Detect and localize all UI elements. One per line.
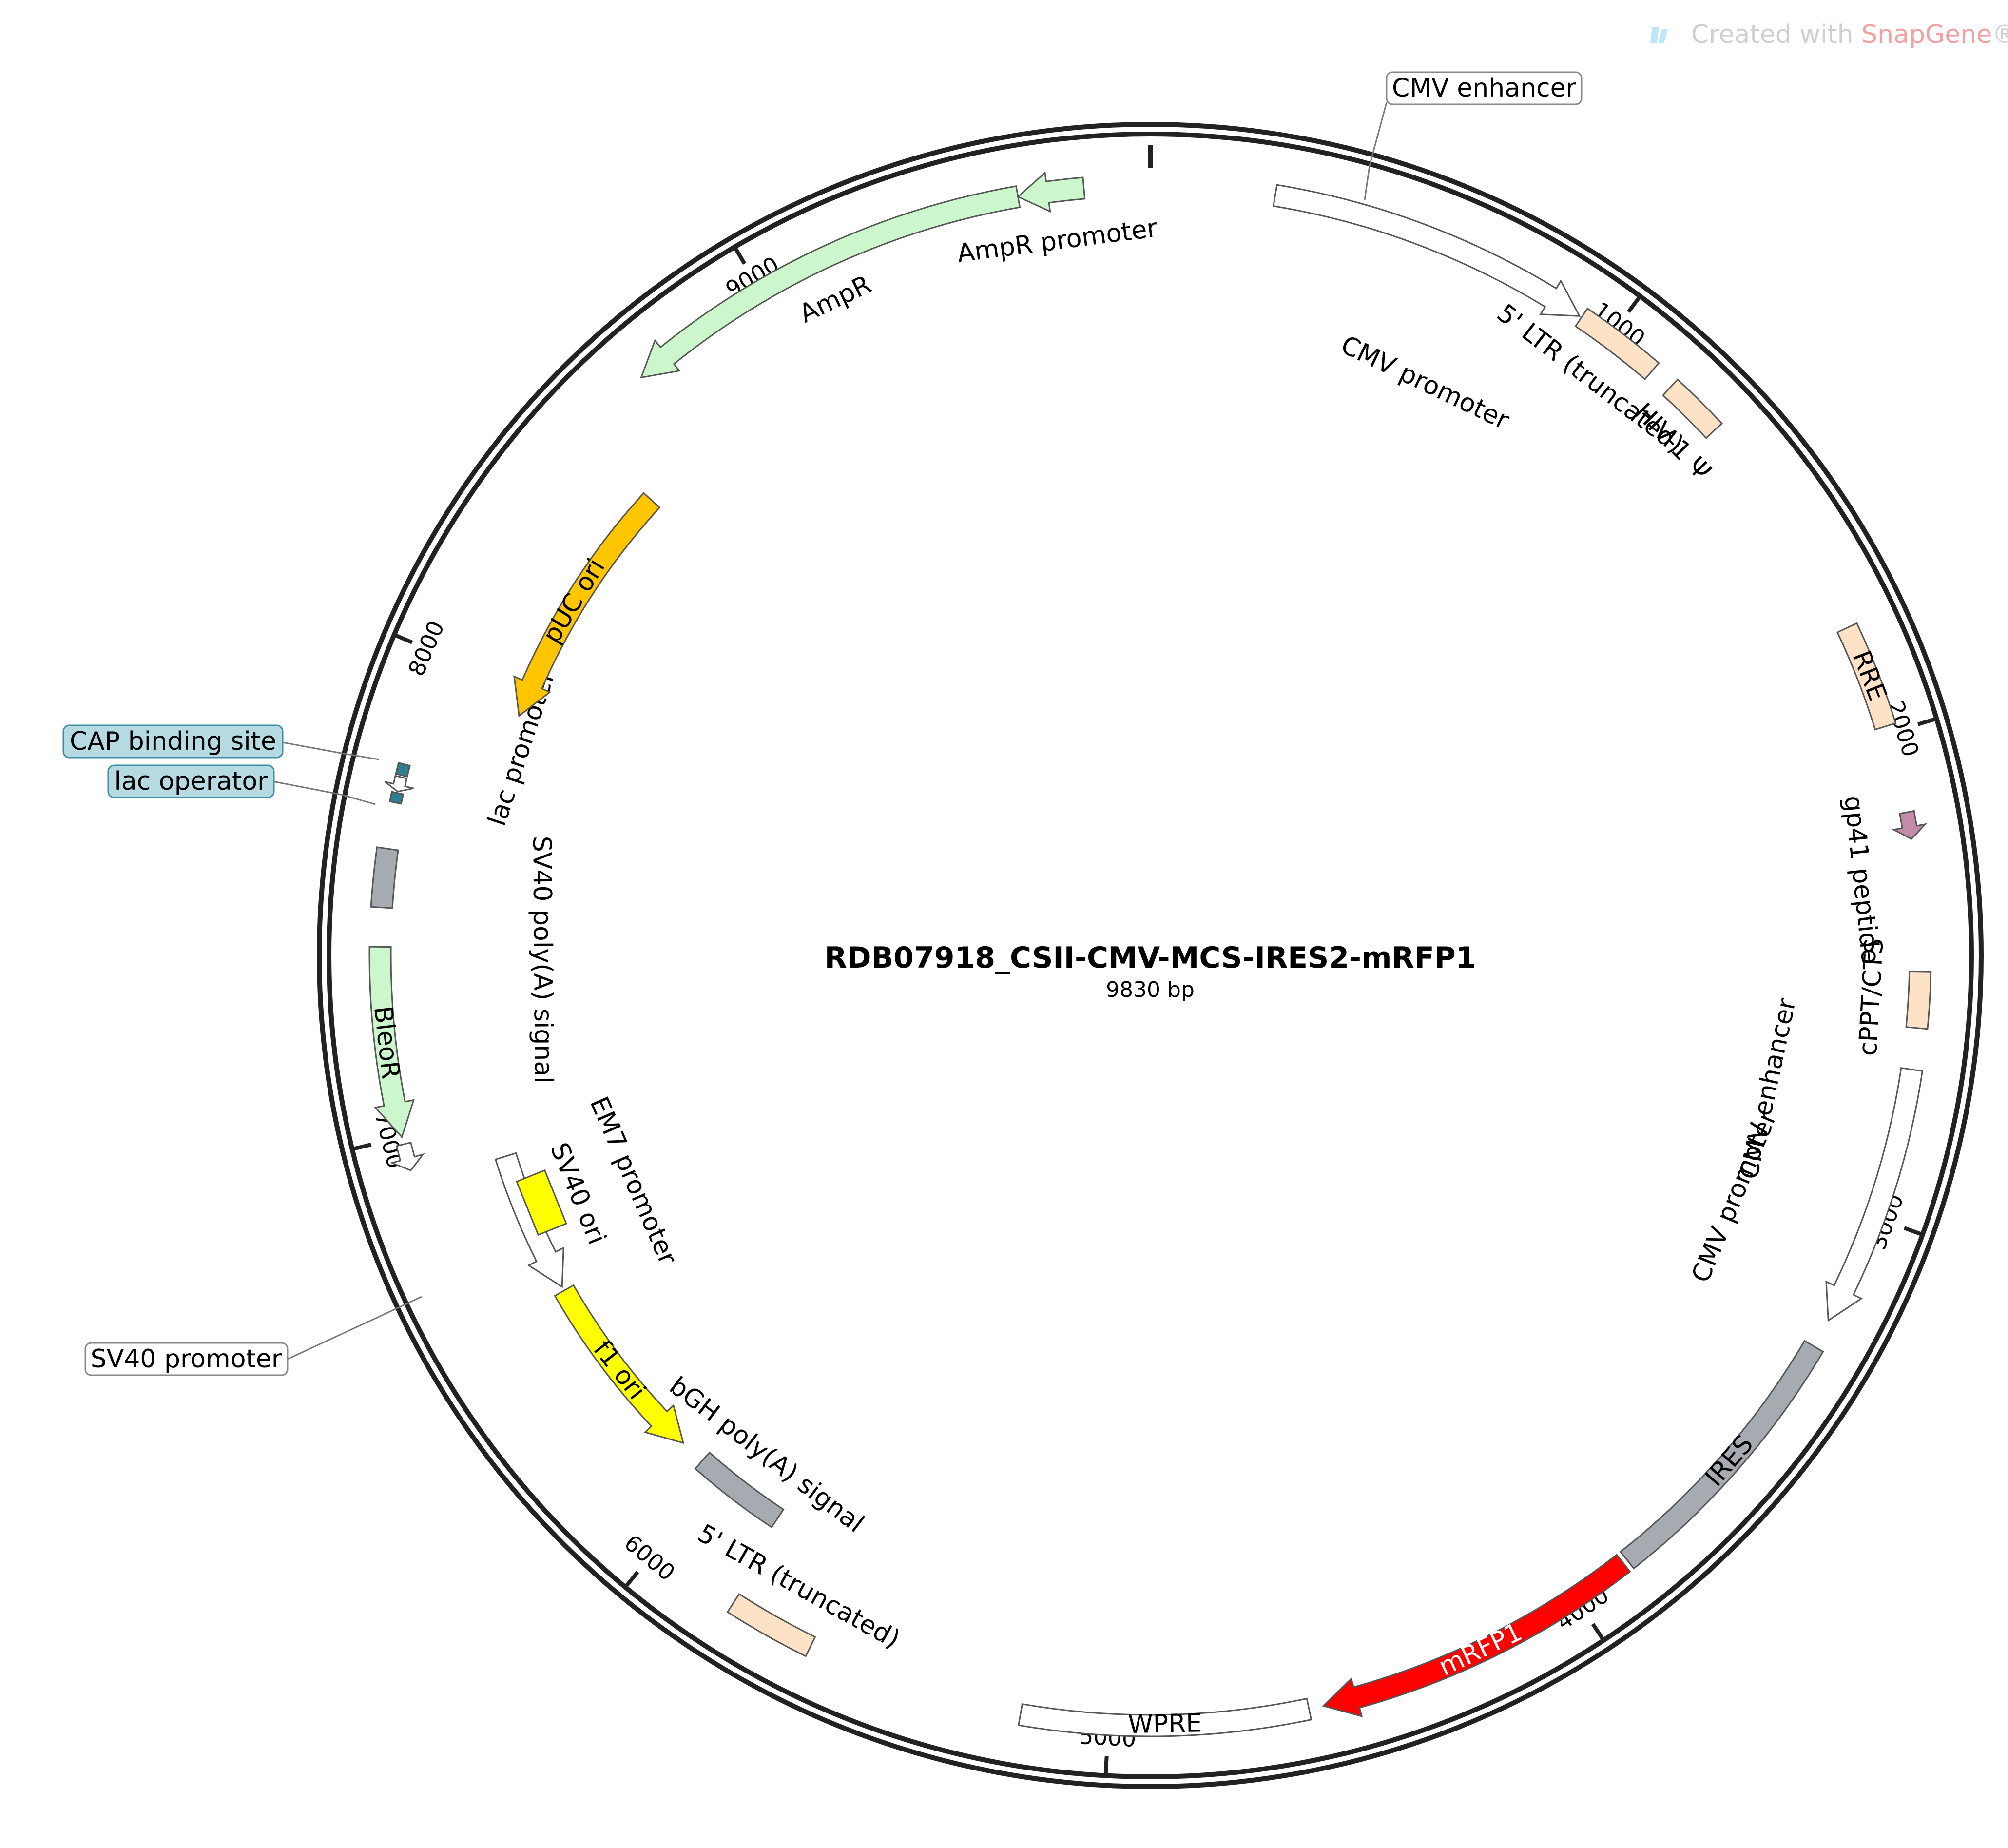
feature-shape[interactable] [640,185,1021,379]
feature-label: cPPT/CTS [1854,937,1890,1057]
feature-shape[interactable] [1905,970,1932,1030]
tick-mark [623,1571,639,1589]
feature-label: RRE [1847,647,1892,705]
cap-binding-box[interactable] [62,724,284,759]
inner-label-cmv-prom-2: CMV promoter [1686,1107,1783,1287]
sv40-promoter-text: SV40 promoter [91,1344,282,1374]
snapgene-logo-icon [1650,27,1668,43]
tick-label: 6000 [619,1529,680,1586]
plasmid-size: 9830 bp [1106,977,1195,1002]
backbone-inner [327,132,1974,1779]
feature-rre[interactable]: RRE [1836,622,1897,731]
sv40-ori-box[interactable] [516,1169,567,1236]
feature-shape[interactable] [1825,1067,1924,1322]
feature-ires[interactable]: IRES [1619,1340,1824,1570]
feature-mrfp1[interactable]: mRFP1 [1322,1554,1631,1717]
svg-text:Created with SnapGene®: Created with SnapGene® [1691,20,2008,49]
feature-shape[interactable] [694,1451,785,1529]
feature-shape[interactable] [395,761,411,778]
feature-shape[interactable] [1018,1697,1313,1737]
watermark-prefix: Created with [1691,20,1861,49]
tick-mark [1903,1226,1924,1237]
feature-shape[interactable] [368,946,415,1139]
lac-operator-leader [272,780,376,805]
feature-label: WPRE [1128,1709,1202,1739]
tick-mark [393,633,413,644]
feature-f1ori[interactable]: f1 ori [554,1284,685,1444]
feature-bleor[interactable]: BleoR [368,946,415,1139]
watermark-brand: SnapGene [1861,20,1992,49]
feature-label: mRFP1 [1434,1617,1526,1682]
tick-mark [351,1143,372,1151]
feature-puc[interactable]: pUC ori [513,492,661,718]
tick-label: 8000 [403,617,449,680]
feature-wpre[interactable]: WPRE [1018,1697,1313,1740]
plasmid-name: RDB07918_CSII-CMV-MCS-IRES2-mRFP1 [825,941,1476,975]
callout-lac-operator[interactable]: lac operator [107,764,275,798]
inner-label-cmv-prom-1: CMV promoter [1336,330,1514,435]
cmv-enhancer-leader [1364,102,1388,200]
feature-label: AmpR promoter [955,214,1159,269]
feature-shape[interactable] [1619,1340,1824,1570]
tick-mark [1917,717,1937,726]
sv40-promoter-leader [287,1296,422,1360]
feature-shape[interactable] [1662,378,1723,439]
feature-sv40prom[interactable] [494,1152,564,1288]
feature-shape[interactable] [1273,184,1581,317]
feature-shape[interactable] [370,846,399,909]
cmv-enhancer-text: CMV enhancer [1392,74,1577,103]
cap-binding-text: CAP binding site [70,727,276,756]
feature-shape[interactable] [494,1152,564,1288]
feature-shape[interactable] [1016,171,1086,213]
tick-mark [1103,1756,1109,1776]
feature-cmv-1[interactable] [1273,184,1581,317]
feature-lacop[interactable] [388,791,405,805]
feature-ltr5-2[interactable]: 5' LTR (truncated) [693,1519,905,1657]
tick-mark [733,246,747,265]
sv40-promoter-box[interactable] [84,1342,289,1376]
watermark: Created with SnapGene® [1650,20,2008,49]
feature-cmv-2[interactable] [1825,1067,1924,1322]
tick-mark [1591,1623,1605,1642]
feature-shape[interactable] [388,791,405,805]
feature-shape[interactable] [1836,622,1897,731]
feature-bgh[interactable]: bGH poly(A) signal [664,1371,869,1538]
feature-amprprom[interactable]: AmpR promoter [955,171,1159,269]
feature-sv40pa[interactable]: SV40 poly(A) signal [370,836,558,1084]
tick-mark [1627,295,1642,313]
feature-label: BleoR [368,1005,405,1081]
watermark-suffix: ® [1992,20,2008,49]
feature-shape[interactable] [726,1593,816,1657]
cmv-enhancer-box[interactable] [1386,71,1583,105]
backbone-outer [317,122,1984,1789]
feature-ampr[interactable]: AmpR [640,185,1021,379]
feature-cppt[interactable]: cPPT/CTS [1854,937,1932,1057]
feature-label: pUC ori [537,554,611,649]
feature-label: SV40 poly(A) signal [527,836,558,1084]
feature-cap[interactable] [395,761,411,778]
feature-shape[interactable] [389,1141,425,1171]
callout-cap-binding-site[interactable]: CAP binding site [62,724,284,759]
lac-operator-box[interactable] [107,764,275,798]
feature-shape[interactable] [1322,1554,1631,1717]
feature-shape[interactable] [384,775,414,793]
cap-binding-leader [282,741,380,760]
feature-shape[interactable] [1574,307,1660,381]
feature-shape[interactable] [1891,810,1928,840]
feature-shape[interactable] [554,1284,685,1444]
lac-operator-text: lac operator [114,767,268,796]
callout-cmv-enhancer[interactable]: CMV enhancer [1386,71,1583,105]
callout-sv40-promoter[interactable]: SV40 promoter [84,1342,289,1376]
callout-leaders [272,102,1388,1360]
feature-shape[interactable] [513,492,661,718]
